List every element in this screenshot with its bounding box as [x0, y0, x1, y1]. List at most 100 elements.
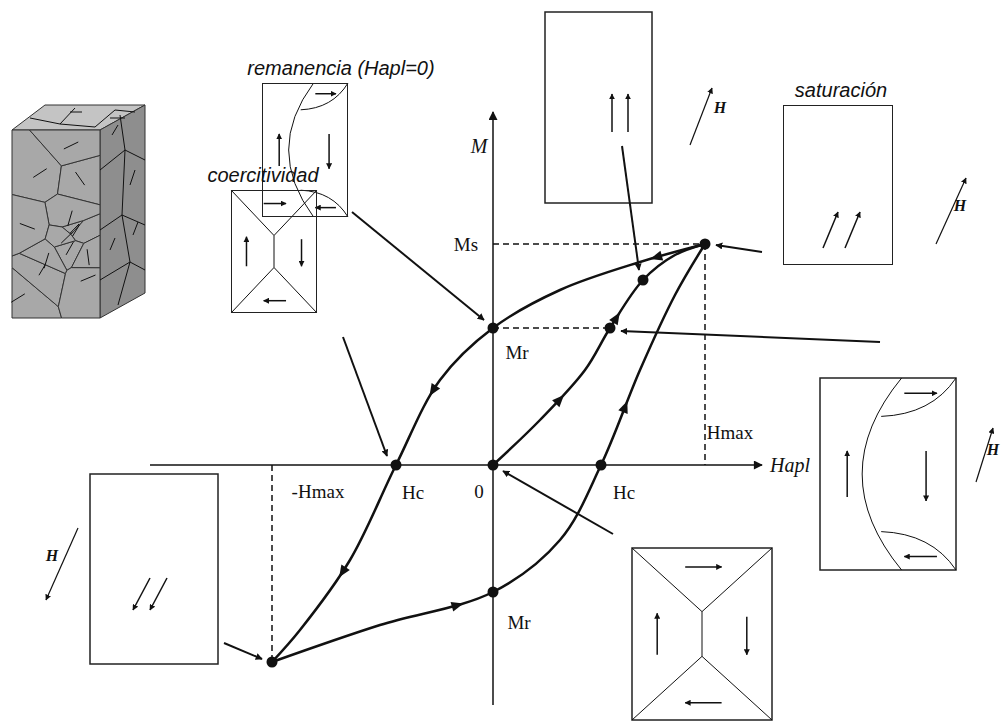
- hysteresis-curve: [272, 244, 705, 662]
- domain-wall: [231, 190, 274, 236]
- domain-wall: [301, 83, 348, 110]
- grain-moment: [87, 249, 89, 265]
- domain-wall: [702, 612, 703, 657]
- axis-label: 0: [474, 482, 484, 501]
- domain-wall: [231, 267, 274, 313]
- grain-moment: [110, 238, 115, 250]
- domain-moment: [845, 212, 860, 248]
- direction-arrow: [451, 599, 465, 612]
- grain-moment: [75, 172, 84, 185]
- domain-wall: [632, 656, 702, 720]
- domain-moment: [846, 451, 848, 497]
- state-point: [596, 460, 607, 471]
- domain-moment: [278, 134, 280, 166]
- direction-arrow: [335, 565, 350, 581]
- domain-wall: [702, 548, 772, 612]
- domain-box: remanencia (Hapl=0): [262, 83, 348, 217]
- leader-arrow: [716, 245, 762, 252]
- grain: [45, 225, 75, 247]
- grain-moment: [112, 125, 118, 135]
- field-label: H: [954, 198, 966, 214]
- domain-moment: [328, 134, 330, 169]
- domain-moment: [823, 212, 838, 248]
- hysteresis-curve: [272, 244, 705, 662]
- domain-wall: [274, 190, 317, 236]
- leader-arrow: [622, 146, 639, 270]
- grain-edge: [122, 150, 125, 215]
- grain-edge: [115, 110, 135, 112]
- domain-box: [820, 378, 956, 570]
- grain-block: [11, 105, 145, 318]
- state-point: [605, 323, 616, 334]
- block-side: [100, 105, 145, 318]
- domain-moment: [746, 617, 748, 655]
- grain-edge: [125, 150, 145, 160]
- domain-patterns: [46, 12, 993, 720]
- domain-wall: [881, 378, 956, 416]
- grain-edge: [122, 215, 145, 225]
- dashed-guide: [493, 243, 705, 245]
- grain-edge: [122, 215, 130, 262]
- domain-moment: [246, 237, 248, 267]
- domain-moment: [627, 94, 629, 132]
- domain-moment: [685, 702, 721, 704]
- field-label: H: [714, 100, 726, 116]
- state-point: [267, 657, 278, 668]
- grain-moment: [130, 170, 135, 185]
- domain-moment: [150, 578, 167, 610]
- domain-wall: [702, 656, 772, 720]
- m-axis: [492, 112, 494, 705]
- axis-label: -Hmax: [292, 482, 345, 501]
- axis-label: Hmax: [707, 423, 753, 442]
- grain-moment: [110, 118, 125, 119]
- grain-edge: [60, 108, 75, 124]
- axis-label: Ms: [454, 235, 478, 254]
- grain-edge: [130, 262, 145, 270]
- field-arrow: [690, 88, 712, 145]
- axis-label: Mr: [505, 343, 528, 362]
- grain-moment: [81, 275, 96, 281]
- grain-moment: [133, 222, 138, 235]
- field-arrow: [46, 528, 78, 600]
- grain-edge: [118, 262, 130, 305]
- domain-wall: [274, 236, 275, 268]
- dashed-guide: [493, 327, 610, 329]
- domain-moment: [264, 203, 286, 205]
- dashed-guide: [704, 244, 706, 465]
- axis-label: Mr: [507, 613, 530, 632]
- grain-edge: [30, 118, 60, 124]
- direction-arrow: [618, 399, 632, 414]
- state-point: [391, 460, 402, 471]
- grain-moment: [11, 294, 25, 302]
- axis-label: Hc: [402, 483, 424, 502]
- domain-moment: [656, 613, 658, 654]
- direction-arrow: [552, 392, 568, 408]
- state-point: [700, 239, 711, 250]
- state-heading: coercitividad: [207, 164, 318, 187]
- hysteresis-curve: [493, 244, 705, 465]
- domain-moment: [904, 556, 937, 558]
- grain-moment: [20, 223, 35, 229]
- domain-moment: [611, 94, 613, 132]
- grain-moment: [33, 169, 46, 178]
- dashed-guide: [271, 465, 273, 662]
- leader-arrow: [503, 471, 613, 534]
- domain-moment: [925, 451, 927, 501]
- state-point: [488, 587, 499, 598]
- state-point: [488, 460, 499, 471]
- axis-label: Hc: [613, 483, 635, 502]
- leader-arrow: [343, 337, 387, 456]
- leader-arrow: [352, 212, 484, 320]
- domain-box: [90, 474, 218, 664]
- grain-edge: [60, 124, 95, 127]
- domain-moment: [133, 578, 150, 610]
- domain-box: coercitividad: [231, 190, 317, 313]
- direction-arrow: [649, 251, 663, 264]
- domain-moment: [904, 393, 937, 395]
- domain-wall: [274, 267, 317, 313]
- field-label: H: [987, 442, 999, 458]
- domain-moment: [685, 566, 721, 568]
- domain-box: [545, 12, 652, 203]
- axis-label: M: [471, 136, 488, 156]
- hysteresis-plot: [150, 112, 880, 705]
